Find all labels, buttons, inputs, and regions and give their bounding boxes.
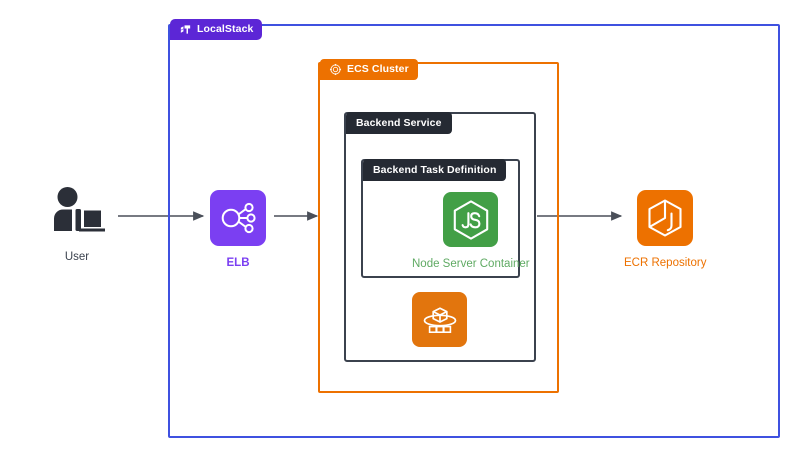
- localstack-badge-label: LocalStack: [197, 23, 254, 36]
- load-balancer-icon: [221, 202, 256, 234]
- backend-service-badge-label: Backend Service: [356, 116, 442, 129]
- ecs-cluster-badge: ECS Cluster: [320, 59, 418, 80]
- elb-tile: [210, 190, 266, 246]
- node-ecs-container: [412, 292, 467, 347]
- user-at-laptop-icon: [54, 187, 105, 232]
- ecs-cluster-badge-label: ECS Cluster: [347, 63, 409, 76]
- node-elb: ELB: [210, 190, 266, 270]
- localstack-logo-icon: [180, 25, 191, 34]
- node-node-server-container-label: Node Server Container: [412, 258, 530, 270]
- node-elb-label: ELB: [226, 257, 250, 269]
- ecs-container-cube-icon: [423, 306, 456, 333]
- ecr-tile: [637, 190, 694, 246]
- node-ecr-repository: ECR Repository: [624, 190, 706, 270]
- node-ecr-repository-label: ECR Repository: [624, 257, 707, 269]
- node-user-label: User: [64, 251, 90, 263]
- localstack-badge: LocalStack: [170, 19, 263, 40]
- backend-task-definition-badge-label: Backend Task Definition: [373, 163, 497, 176]
- ecs-cluster-icon: [329, 63, 342, 76]
- node-user: User: [48, 186, 106, 264]
- backend-task-definition-badge: Backend Task Definition: [363, 159, 507, 181]
- node-node-server-container: Node Server Container: [412, 192, 530, 271]
- ecs-cluster-boundary: [318, 62, 559, 393]
- localstack-boundary: [168, 24, 780, 438]
- ecs-container-tile: [412, 292, 467, 347]
- ecr-cube-icon: [648, 199, 682, 237]
- nodejs-tile: [443, 192, 499, 247]
- nodejs-js-hexagon-icon: [453, 199, 489, 240]
- backend-service-badge: Backend Service: [346, 112, 452, 134]
